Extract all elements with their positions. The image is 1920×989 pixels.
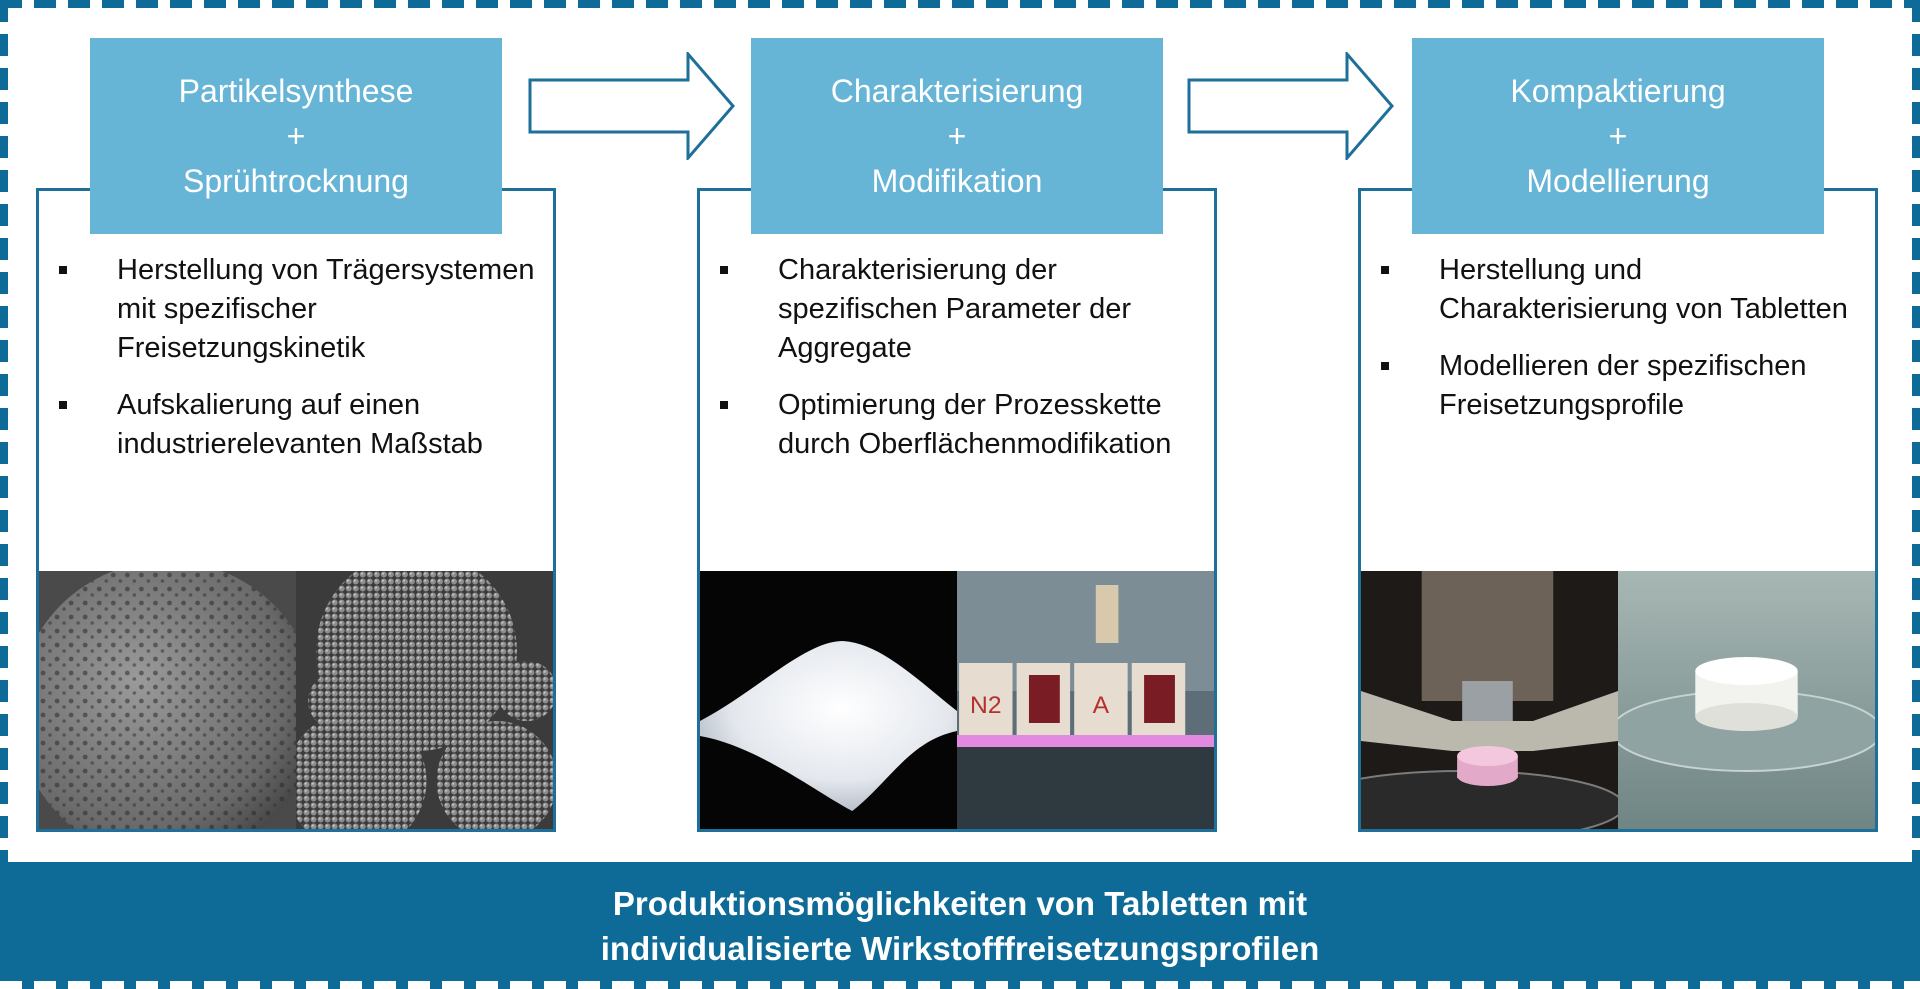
dashed-frame-left <box>0 0 8 989</box>
bullet-square-icon <box>1381 266 1389 274</box>
dashed-frame-bottom <box>0 981 1920 989</box>
stage-box-3: Herstellung und Charakterisierung von Ta… <box>1358 188 1878 832</box>
sem-porous-particle-image <box>39 571 296 829</box>
dashed-frame-top <box>0 0 1920 8</box>
stage-2-photos: N2 A <box>700 571 1214 829</box>
arrow-right-icon <box>1187 52 1394 160</box>
sample-label-n2: N2 <box>970 692 1002 719</box>
bullet-item: Herstellung und Charakterisierung von Ta… <box>1381 251 1861 329</box>
powder-pile-image <box>700 571 957 829</box>
banner-line-2: individualisierte Wirkstofffreisetzungsp… <box>600 929 1320 967</box>
bullet-item: Charakterisierung der spezifischen Param… <box>720 251 1200 368</box>
bullet-square-icon <box>1381 362 1389 370</box>
summary-banner: Produktionsmöglichkeiten von Tabletten m… <box>0 862 1920 989</box>
bullet-item: Optimierung der Prozesskette durch Oberf… <box>720 386 1200 464</box>
sample-holders-image: N2 A <box>957 571 1214 829</box>
sem-spheres-image <box>296 571 553 829</box>
bullet-item: Modellieren der spezifischen Freisetzung… <box>1381 347 1861 425</box>
tablet-in-dissolution-image <box>1618 571 1875 829</box>
stage-box-1: Herstellung von Trägersystemen mit spezi… <box>36 188 556 832</box>
stage-3-header: Kompaktierung + Modellierung <box>1412 38 1824 234</box>
bullet-square-icon <box>59 401 67 409</box>
bullet-square-icon <box>720 266 728 274</box>
stage-box-2: Charakterisierung der spezifischen Param… <box>697 188 1217 832</box>
bullet-item: Aufskalierung auf einen industrierelevan… <box>59 386 539 464</box>
stage-3-bullets: Herstellung und Charakterisierung von Ta… <box>1381 251 1861 443</box>
stage-3-photos <box>1361 571 1875 829</box>
stage-1-header: Partikelsynthese + Sprühtrocknung <box>90 38 502 234</box>
bullet-item: Herstellung von Trägersystemen mit spezi… <box>59 251 539 368</box>
stage-2-bullets: Charakterisierung der spezifischen Param… <box>720 251 1200 482</box>
bullet-square-icon <box>720 401 728 409</box>
banner-line-1: Produktionsmöglichkeiten von Tabletten m… <box>612 884 1308 922</box>
stage-1-bullets: Herstellung von Trägersystemen mit spezi… <box>59 251 539 482</box>
arrow-right-icon <box>528 52 735 160</box>
stage-2-header: Charakterisierung + Modifikation <box>751 38 1163 234</box>
tablet-press-image <box>1361 571 1618 829</box>
dashed-frame-right <box>1912 0 1920 989</box>
stage-1-photos <box>39 571 553 829</box>
bullet-square-icon <box>59 266 67 274</box>
sample-label-a: A <box>1093 692 1110 719</box>
